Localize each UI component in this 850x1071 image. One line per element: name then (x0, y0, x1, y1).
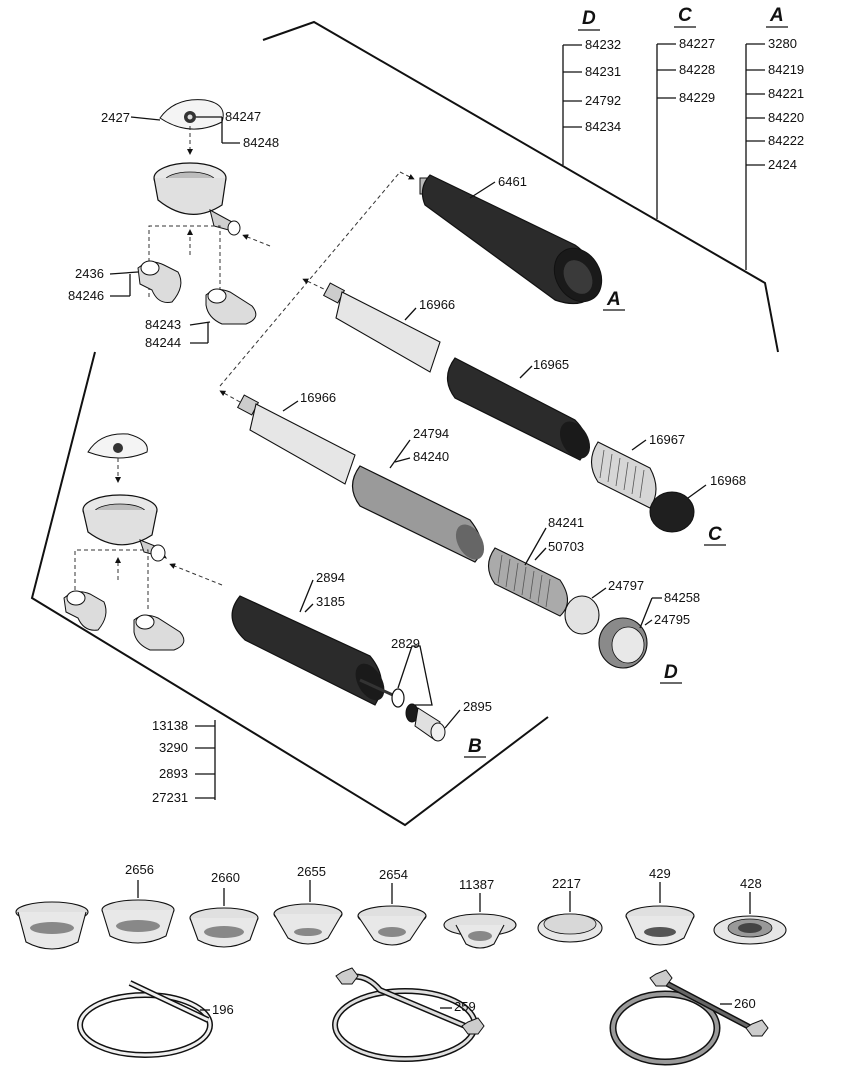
part-label: 84243 (145, 317, 181, 332)
part-label: 84240 (413, 449, 449, 464)
group-b-item: 13138 (152, 718, 188, 733)
filter-basket: 428 (713, 876, 787, 945)
part-label: 84258 (664, 590, 700, 605)
gasket-label: 259 (454, 999, 476, 1014)
filter-basket: 11387 (443, 877, 517, 949)
column-d-item: 84232 (585, 37, 621, 52)
filter-basket: 2655 (273, 864, 343, 945)
group-letter-d: D (664, 662, 678, 683)
part-label: 16966 (300, 390, 336, 405)
group-letter-b: B (468, 736, 482, 757)
column-d-item: 84231 (585, 64, 621, 79)
part-label: 6461 (498, 174, 527, 189)
group-b-item: 3290 (159, 740, 188, 755)
shaft-16966-upper: 16966 (302, 278, 455, 373)
basket-label: 11387 (459, 877, 494, 892)
column-c-item: 84229 (679, 90, 715, 105)
part-label: 2436 (75, 266, 104, 281)
part-label: 16967 (649, 432, 685, 447)
gasket-196: 196 (77, 980, 234, 1058)
filter-basket: 429 (625, 866, 695, 946)
part-label: 3185 (316, 594, 345, 609)
part-label: 24797 (608, 578, 644, 593)
part-label: 24794 (413, 426, 449, 441)
basket-label: 2217 (552, 876, 581, 891)
filter-basket: 2217 (537, 876, 603, 943)
group-letter-a: A (606, 289, 621, 310)
ring-84258-24795: 84258 24795 D (598, 590, 700, 684)
part-label: 16965 (533, 357, 569, 372)
handle-24794-84240: 24794 84240 (351, 426, 485, 563)
part-label: 50703 (548, 539, 584, 554)
part-label: 2894 (316, 570, 345, 585)
column-d-item: 24792 (585, 93, 621, 108)
column-a-item: 3280 (768, 36, 797, 51)
hose-260: 260 (609, 969, 769, 1066)
column-a-item: 84221 (768, 86, 804, 101)
region-border-upper (262, 20, 779, 353)
part-label: 24795 (654, 612, 690, 627)
column-list-c: C 84227 84228 84229 (656, 5, 715, 219)
filter-basket (15, 901, 89, 950)
handle-a-group: 6461 A (219, 171, 625, 387)
gasket-label: 260 (734, 996, 756, 1011)
filter-baskets-row: 2656 2660 2655 2654 1138 (15, 862, 787, 950)
region-border-lower (30, 351, 549, 827)
sleeve-84241-50703: 84241 50703 (487, 515, 584, 617)
column-a-item: 2424 (768, 157, 797, 172)
upper-portafilter-assembly: 2427 84247 84248 2436 84246 84243 84244 (68, 99, 279, 350)
shaft-16966-lower: 16966 (219, 390, 356, 485)
filter-basket: 2660 (189, 870, 259, 948)
column-header-d: D (582, 8, 596, 29)
lower-portafilter-assembly (63, 433, 223, 651)
part-label: 16968 (710, 473, 746, 488)
filter-basket: 2654 (357, 867, 427, 946)
filter-basket: 2656 (101, 862, 175, 944)
disc-24797: 24797 (564, 578, 644, 635)
gasket-label: 196 (212, 1002, 234, 1017)
basket-label: 428 (740, 876, 762, 891)
group-letter-c: C (708, 524, 722, 545)
column-d-item: 84234 (585, 119, 621, 134)
column-a-item: 84220 (768, 110, 804, 125)
part-label: 84248 (243, 135, 279, 150)
part-label: 84246 (68, 288, 104, 303)
column-c-item: 84227 (679, 36, 715, 51)
part-label: 2895 (463, 699, 492, 714)
cap-16968: 16968 C (649, 473, 746, 546)
part-label: 84241 (548, 515, 584, 530)
part-label: 2427 (101, 110, 130, 125)
sleeve-16967: 16967 (590, 432, 685, 509)
basket-label: 2655 (297, 864, 326, 879)
handle-16965: 16965 (446, 357, 591, 461)
group-b-item: 27231 (152, 790, 188, 805)
basket-label: 429 (649, 866, 671, 881)
column-header-c: C (678, 5, 692, 26)
column-header-a: A (769, 5, 784, 26)
basket-label: 2654 (379, 867, 408, 882)
column-list-d: D 84232 84231 24792 84234 (562, 8, 621, 165)
group-b-list: 13138 3290 2893 27231 (152, 718, 216, 805)
basket-label: 2656 (125, 862, 154, 877)
column-list-a: A 3280 84219 84221 84220 84222 2424 (745, 5, 804, 270)
column-a-item: 84222 (768, 133, 804, 148)
column-a-item: 84219 (768, 62, 804, 77)
handle-b-group: 2894 3185 2829 2895 B (231, 570, 492, 758)
basket-label: 2660 (211, 870, 240, 885)
part-label: 84247 (225, 109, 261, 124)
column-c-item: 84228 (679, 62, 715, 77)
part-label: 16966 (419, 297, 455, 312)
part-label: 2829 (391, 636, 420, 651)
part-label: 84244 (145, 335, 181, 350)
hose-259: 259 (332, 967, 485, 1062)
group-b-item: 2893 (159, 766, 188, 781)
